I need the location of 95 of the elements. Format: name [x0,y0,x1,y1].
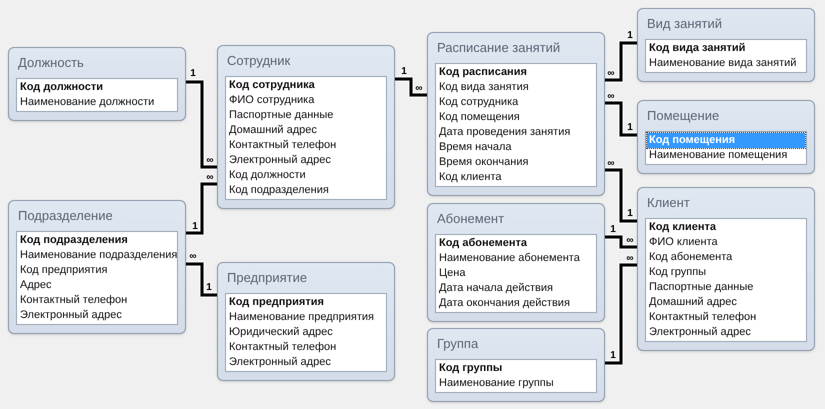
field-name: Наименование группы [438,376,555,391]
cardinality-label: 1 [192,222,198,232]
field-name: Код помещения [647,133,805,148]
field-name: ФИО сотрудника [228,93,316,108]
cardinality-label: ∞ [607,159,615,169]
relationship-line [186,182,217,234]
relationship-line [395,78,427,96]
cardinality-label: ∞ [607,69,615,79]
cardinality-label: ∞ [607,92,615,102]
table-title: Подразделение [18,207,113,226]
table-box [8,47,186,121]
field-name: Электронный адрес [19,308,123,323]
field-name: Код вида занятия [438,80,530,95]
field-name: Код вида занятий [648,41,746,56]
field-name: Код группы [438,361,504,376]
field-name: Код предприятия [19,263,108,278]
cardinality-label: 1 [627,123,633,133]
table-box [217,262,395,381]
field-name: Контактный телефон [648,310,758,325]
field-name: Паспортные данные [648,280,754,295]
field-name: Юридический адрес [228,325,334,340]
relationship-line [605,102,637,136]
field-name: Дата начала действия [438,281,554,296]
table-box [637,8,815,82]
field-name: Цена [438,266,466,281]
table-box [637,187,815,351]
field-name: Код группы [648,265,708,280]
field-name: Код помещения [438,110,521,125]
cardinality-label: 1 [627,31,633,41]
table-title: Группа [437,335,478,354]
field-name: Домашний адрес [648,295,738,310]
table-box [217,45,395,209]
field-name: Контактный телефон [19,293,128,308]
field-name: Код подразделения [228,183,330,198]
table-title: Вид занятий [647,15,722,34]
cardinality-label: 1 [206,283,212,293]
relationship-line [605,168,637,222]
field-name: Время начала [438,140,512,155]
field-name: Код предприятия [228,295,325,310]
field-name: Наименование предприятия [228,310,375,325]
field-name: Наименование абонемента [438,251,581,266]
table-title: Расписание занятий [437,39,560,58]
field-name: Контактный телефон [228,340,338,355]
cardinality-label: ∞ [206,173,214,183]
field-name: Время окончания [438,155,530,170]
field-name: Код абонемента [438,236,528,251]
cardinality-label: 1 [627,209,633,219]
field-name: Код клиента [648,220,717,235]
field-name: Код должности [228,168,307,183]
relationship-line [186,80,217,168]
cardinality-label: ∞ [626,236,634,246]
cardinality-label: ∞ [206,156,214,166]
table-title: Клиент [647,194,690,212]
cardinality-label: ∞ [189,252,197,262]
table-box [637,100,815,174]
table-title: Помещение [647,107,720,126]
table-box [427,203,605,322]
field-name: Код клиента [438,170,502,185]
table-title: Должность [18,54,84,72]
field-name: Домашний адрес [228,123,318,138]
cardinality-label: ∞ [626,254,634,264]
table-title: Сотрудник [227,52,290,70]
field-name: Электронный адрес [228,355,332,370]
field-name: Код абонемента [648,250,734,265]
field-name: Адрес [19,278,52,293]
cardinality-label: 1 [610,225,616,235]
table-box [8,200,186,334]
cardinality-label: 1 [401,67,407,77]
field-name: Код сотрудника [438,95,520,110]
field-name: Наименование подразделения [19,248,176,263]
relationship-line [605,264,637,364]
field-name: Дата окончания действия [438,296,571,311]
field-name: Наименование должности [19,95,156,110]
cardinality-label: 1 [190,69,196,79]
relationship-line [186,262,217,296]
field-name: Электронный адрес [648,325,752,340]
field-name: Электронный адрес [228,153,332,168]
field-name: Паспортные данные [228,108,334,123]
field-name: Наименование помещения [648,148,788,163]
field-name: ФИО клиента [648,235,719,250]
relationship-line [605,42,637,82]
table-title: Абонемент [437,210,504,228]
field-name: Код сотрудника [228,78,316,93]
table-box [427,328,605,402]
table-title: Предприятие [227,269,308,288]
field-name: Код подразделения [19,233,129,248]
relationship-line [605,236,637,248]
field-name: Дата проведения занятия [438,125,572,140]
field-name: Контактный телефон [228,138,338,153]
cardinality-label: ∞ [415,84,423,94]
field-name: Наименование вида занятий [648,56,798,71]
table-box [427,32,605,196]
cardinality-label: 1 [610,351,616,361]
field-name: Код должности [19,80,104,95]
field-name: Код расписания [438,65,528,80]
